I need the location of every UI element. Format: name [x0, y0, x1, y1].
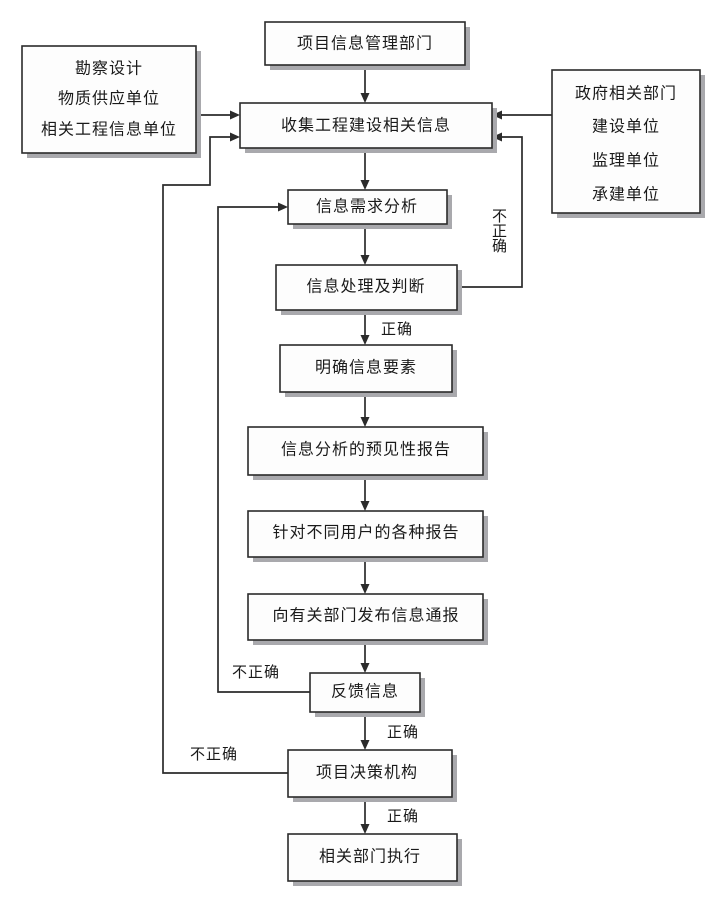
arrowhead-process-to-clarify [360, 335, 370, 345]
sources-left-line-2: 物质供应单位 [58, 89, 160, 108]
clarify-elements-label: 明确信息要素 [315, 359, 417, 377]
arrowhead-collect-to-demand [360, 180, 370, 190]
sources-right-line-2: 建设单位 [592, 118, 660, 136]
arrowhead-decision-to-execute [360, 824, 370, 834]
arrowhead-clarify-to-report [360, 417, 370, 427]
arrowhead-demand-to-process [360, 255, 370, 265]
collect-info-label: 收集工程建设相关信息 [281, 117, 451, 135]
dept-execute-box [287, 833, 458, 882]
user-reports-label: 针对不同用户的各种报告 [272, 524, 459, 542]
arrowhead-publish-to-feedback [360, 663, 370, 673]
arrowhead-feedback-to-demand [278, 202, 288, 212]
info-mgmt-dept-box [264, 21, 466, 66]
sources-left-box [21, 45, 197, 154]
sources-left-line-3: 相关工程信息单位 [41, 121, 177, 139]
edge-label-incorrect-process: 不正确 [490, 208, 507, 254]
edge-label-incorrect-decision: 不正确 [190, 746, 238, 763]
arrowhead-report-to-user-reports [360, 501, 370, 511]
node-decision-body[interactable]: 项目决策机构 [287, 749, 457, 802]
node-user-reports[interactable]: 针对不同用户的各种报告 [247, 510, 488, 562]
demand-analysis-label: 信息需求分析 [316, 198, 418, 216]
predictive-report-label: 信息分析的预见性报告 [281, 441, 451, 459]
arrowhead-decision-to-collect [230, 132, 240, 142]
process-judge-label: 信息处理及判断 [306, 278, 425, 296]
edge-feedback-to-demand-loop [217, 206, 311, 693]
edge-label-correct-feedback: 正确 [387, 724, 419, 741]
feedback-info-box [309, 672, 421, 713]
node-demand-analysis[interactable]: 信息需求分析 [287, 189, 452, 229]
sources-right-line-3: 监理单位 [592, 152, 660, 170]
node-feedback-info[interactable]: 反馈信息 [309, 672, 425, 717]
node-process-judge[interactable]: 信息处理及判断 [275, 264, 462, 315]
demand-analysis-box [287, 189, 448, 225]
node-clarify-elements[interactable]: 明确信息要素 [279, 344, 457, 397]
predictive-report-box [247, 426, 484, 476]
user-reports-box [247, 510, 484, 558]
publish-bulletin-box [247, 593, 484, 641]
dept-execute-label: 相关部门执行 [319, 848, 421, 866]
edge-label-correct-decision: 正确 [387, 808, 419, 825]
edge-label-incorrect-feedback: 不正确 [232, 664, 280, 681]
edge-process-incorrect-loop [456, 136, 523, 288]
arrowhead-feedback-to-decision [360, 740, 370, 750]
sources-right-line-1: 政府相关部门 [575, 85, 677, 103]
arrowhead-user-reports-to-publish [360, 584, 370, 594]
sources-right-line-4: 承建单位 [592, 186, 660, 204]
clarify-elements-box [279, 344, 453, 393]
node-predictive-report[interactable]: 信息分析的预见性报告 [247, 426, 488, 480]
node-sources-left[interactable]: 勘察设计 物质供应单位 相关工程信息单位 [21, 45, 201, 158]
node-sources-right[interactable]: 政府相关部门 建设单位 监理单位 承建单位 [551, 69, 705, 218]
info-mgmt-dept-label: 项目信息管理部门 [297, 35, 433, 53]
node-publish-bulletin[interactable]: 向有关部门发布信息通报 [247, 593, 488, 645]
sources-right-box [551, 69, 701, 214]
node-collect-info[interactable]: 收集工程建设相关信息 [239, 102, 497, 153]
collect-info-box [239, 102, 493, 149]
decision-body-box [287, 749, 453, 798]
decision-body-label: 项目决策机构 [316, 764, 418, 782]
edge-label-layer: 不正确 正确 不正确 正确 不正确 正确 [190, 208, 507, 825]
sources-left-line-1: 勘察设计 [75, 60, 143, 78]
node-dept-execute[interactable]: 相关部门执行 [287, 833, 462, 886]
edge-label-correct-process: 正确 [381, 321, 413, 338]
feedback-info-label: 反馈信息 [331, 683, 399, 701]
edge-decision-to-collect-loop [162, 136, 289, 774]
publish-bulletin-label: 向有关部门发布信息通报 [272, 607, 459, 625]
arrowhead-mgmt-to-collect [360, 93, 370, 103]
arrowhead-sources-left-to-collect [230, 110, 240, 120]
process-judge-box [275, 264, 458, 311]
node-info-mgmt-dept[interactable]: 项目信息管理部门 [264, 21, 470, 70]
